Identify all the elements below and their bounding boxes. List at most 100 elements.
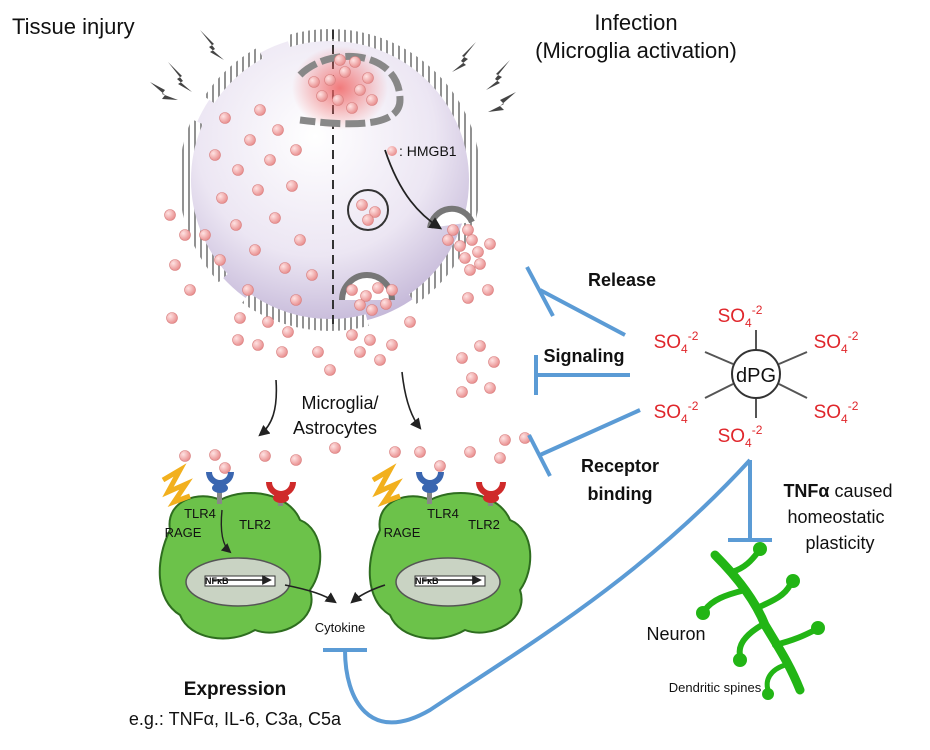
sulfate-label: SO4-2 [814, 329, 859, 356]
hmgb1-particle [276, 346, 288, 358]
hmgb1-particle [464, 264, 476, 276]
hmgb1-particle [184, 284, 196, 296]
astrocytes-label: Astrocytes [293, 418, 377, 438]
neuron-dendrite [702, 549, 818, 695]
receptor-label: Receptor [581, 456, 659, 476]
tlr2-label-right: TLR2 [468, 517, 500, 532]
microglia-label: Microglia/ [301, 393, 378, 413]
hmgb1-particle [466, 234, 478, 246]
hmgb1-particle [166, 312, 178, 324]
inhibit-release-bar [525, 266, 555, 317]
tlr4-label-right: TLR4 [427, 506, 459, 521]
hmgb1-particle [360, 290, 372, 302]
hmgb1-particle [179, 229, 191, 241]
hmgb1-particle [252, 184, 264, 196]
hmgb1-particle [199, 229, 211, 241]
hmgb1-particle [179, 450, 191, 462]
inhibition-lines [323, 266, 772, 725]
hmgb1-particle [454, 240, 466, 252]
hmgb1-particle [362, 72, 374, 84]
sulfate-label: SO4-2 [718, 423, 763, 450]
hmgb1-particle [488, 356, 500, 368]
hmgb1-particle [499, 434, 511, 446]
hmgb1-particle [462, 224, 474, 236]
dpg-core [731, 349, 781, 399]
sulfate-label: SO4-2 [718, 303, 763, 330]
inhibit-receptor-line [539, 408, 641, 457]
plasticity-label: plasticity [805, 533, 874, 553]
hmgb1-particle [366, 304, 378, 316]
hmgb1-particle [286, 180, 298, 192]
hmgb1-particle [230, 219, 242, 231]
hmgb1-particle [249, 244, 261, 256]
nfkb-label-left: NFκB [205, 576, 229, 586]
injury-bolts [150, 30, 516, 112]
hmgb1-particle [214, 254, 226, 266]
hmgb1-particle [209, 449, 221, 461]
hmgb1-particle [404, 316, 416, 328]
signaling-label: Signaling [544, 346, 625, 366]
hmgb1-particle [374, 354, 386, 366]
hmgb1-particle [364, 334, 376, 346]
hmgb1-particle [349, 56, 361, 68]
dpg-label: dPG [736, 365, 776, 387]
hmgb1-particle [306, 269, 318, 281]
nfkb-label-right: NFκB [415, 576, 439, 586]
inhibit-receptor-bar [527, 434, 552, 477]
expression-title: Expression [184, 679, 286, 700]
hmgb1-particle [294, 234, 306, 246]
hmgb1-particle [332, 94, 344, 106]
hmgb1-particle [254, 104, 266, 116]
hmgb1-particle [282, 326, 294, 338]
hmgb1-particle [346, 102, 358, 114]
arrow-to-left-glia [258, 379, 278, 437]
sulfate-label: SO4-2 [814, 399, 859, 426]
hmgb1-particle [372, 282, 384, 294]
hmgb1-particle [354, 299, 366, 311]
receptors-right [371, 463, 506, 508]
hmgb1-label: : HMGB1 [399, 143, 457, 159]
hmgb1-particle [169, 259, 181, 271]
hmgb1-particle [472, 246, 484, 258]
hmgb1-particle [459, 252, 471, 264]
hmgb1-particle [216, 192, 228, 204]
hmgb1-particle [272, 124, 284, 136]
hmgb1-particle [308, 76, 320, 88]
microglia-activation-label: (Microglia activation) [535, 38, 737, 63]
hmgb1-particle [334, 54, 346, 66]
hmgb1-particle [362, 214, 374, 226]
hmgb1-particle [354, 346, 366, 358]
hmgb1-particle [219, 112, 231, 124]
hmgb1-particle [232, 164, 244, 176]
arrow-left-to-cytokine [284, 584, 337, 604]
arrow-to-right-glia [401, 371, 422, 430]
rage-label-right: RAGE [384, 525, 421, 540]
hmgb1-particle [209, 149, 221, 161]
glial-cell-left: NFκB [158, 491, 322, 640]
cytokine-label: Cytokine [315, 620, 366, 635]
homeostatic-label: homeostatic [787, 507, 884, 527]
rage-label-left: RAGE [165, 525, 202, 540]
hmgb1-particle [259, 450, 271, 462]
dendritic-spines-label: Dendritic spines [669, 680, 762, 695]
hmgb1-legend-dot [387, 146, 397, 156]
hmgb1-particle [242, 284, 254, 296]
hmgb1-particle [447, 224, 459, 236]
tnf-caused-label: TNFα caused [783, 481, 892, 501]
hmgb1-particle [324, 364, 336, 376]
hmgb1-particle [290, 144, 302, 156]
hmgb1-particle [434, 460, 446, 472]
release-label: Release [588, 270, 656, 290]
hmgb1-particle [356, 199, 368, 211]
hmgb1-particle [456, 352, 468, 364]
sulfate-label: SO4-2 [654, 399, 699, 426]
hmgb1-particle [316, 90, 328, 102]
tissue-injury-label: Tissue injury [12, 14, 135, 39]
hmgb1-particle [414, 446, 426, 458]
neuron-label: Neuron [646, 624, 705, 644]
inhibit-release-line [539, 288, 626, 337]
glial-cell-right: NFκB [368, 491, 532, 640]
